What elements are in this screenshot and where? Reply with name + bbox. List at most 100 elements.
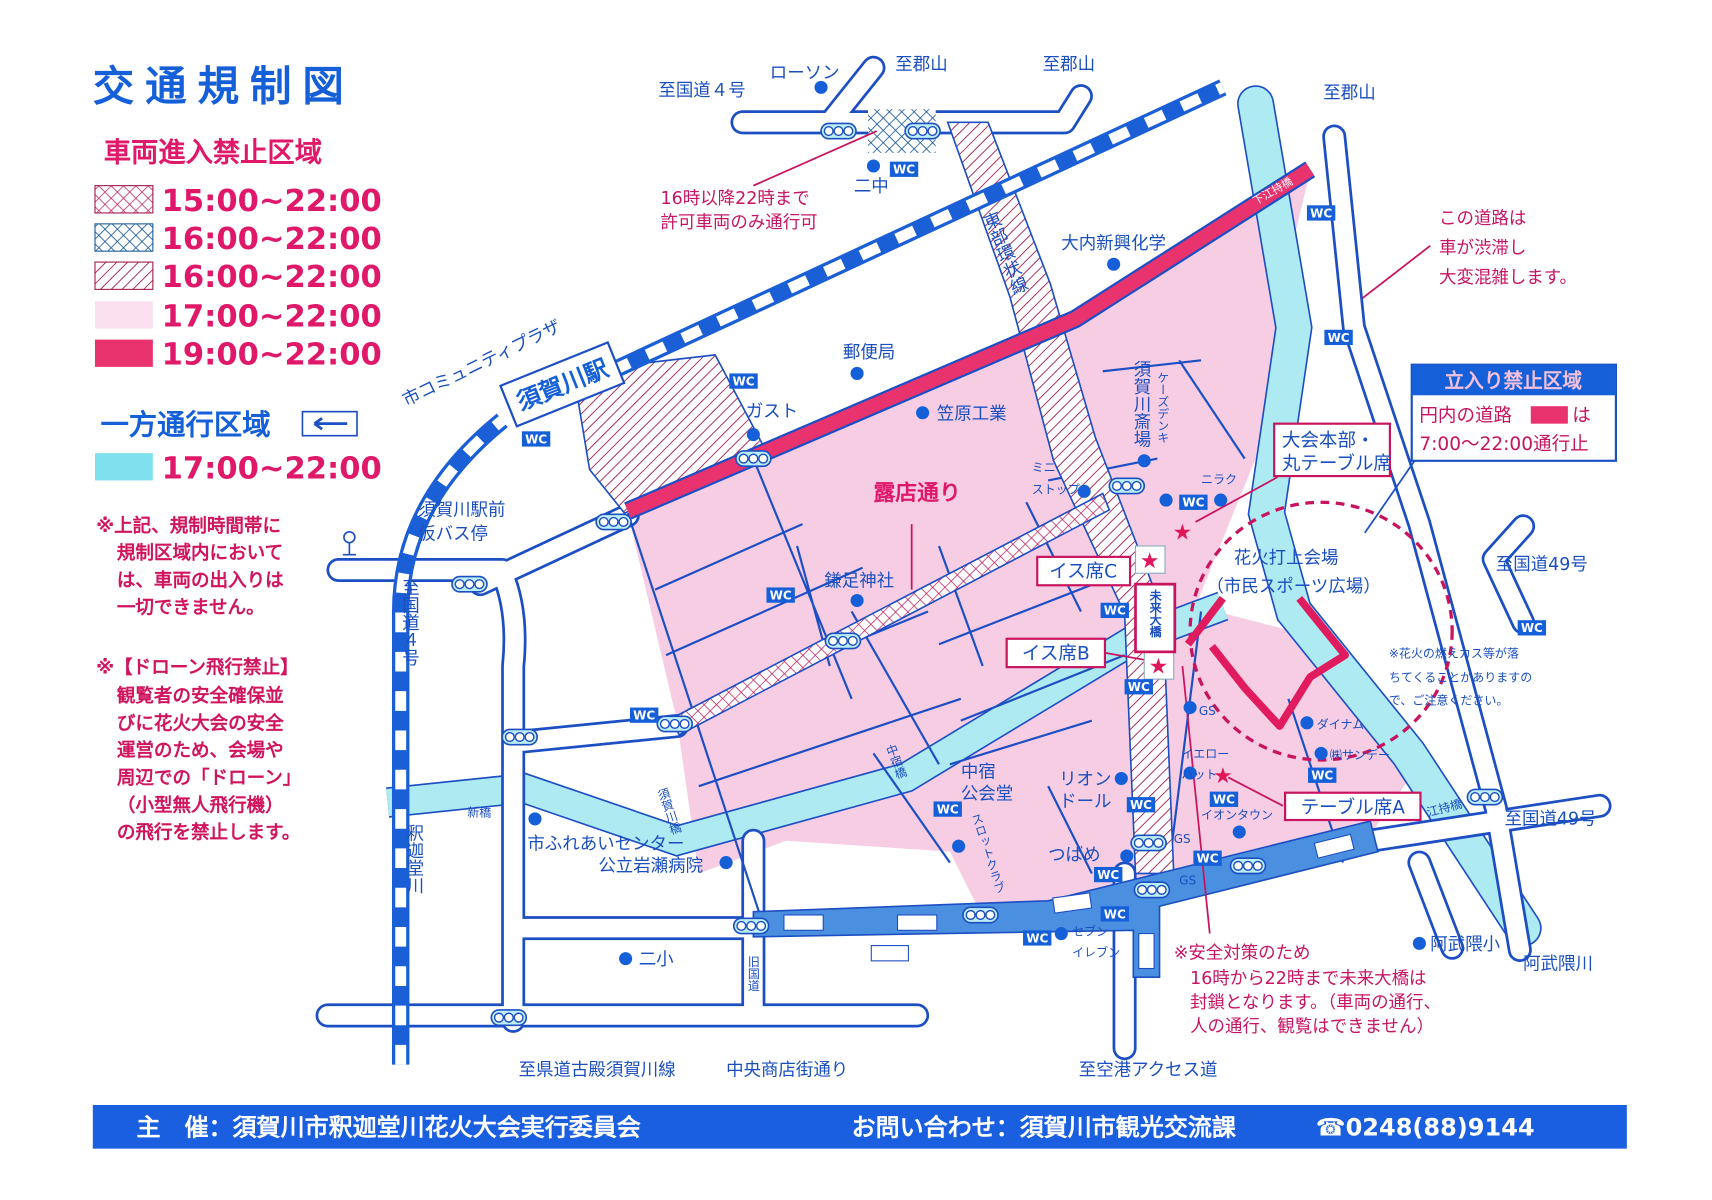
one-way-swatch	[94, 453, 153, 481]
traffic-signal-icon	[595, 513, 632, 531]
wc-label: WC	[1026, 931, 1048, 945]
wc-label: WC	[1128, 680, 1150, 694]
restroom-wc-icon: WC	[1517, 620, 1547, 636]
svg-text:公会堂: 公会堂	[961, 784, 1013, 804]
svg-text:中宿: 中宿	[961, 762, 996, 782]
footer-bar: 主 催：須賀川市釈迦堂川花火大会実行委員会 お問い合わせ：須賀川市観光交流課 ☎…	[92, 1104, 1627, 1149]
svg-text:阿武隈川: 阿武隈川	[1523, 955, 1593, 975]
svg-text:テーブル席A: テーブル席A	[1301, 796, 1406, 818]
star-icon: ★	[1213, 764, 1233, 789]
legend-time: 16:00~22:00	[162, 260, 382, 295]
svg-text:※上記、規制時間帯に: ※上記、規制時間帯に	[96, 515, 281, 537]
restroom-wc-icon: WC	[1100, 906, 1129, 922]
map-title: 交通規制図	[93, 61, 355, 110]
svg-text:ローソン: ローソン	[770, 64, 840, 84]
legend-time: 17:00~22:00	[162, 299, 382, 334]
svg-text:7:00～22:00通行止: 7:00～22:00通行止	[1419, 434, 1588, 455]
legend-item-crosshatch-blue: 16:00~22:00	[94, 222, 382, 257]
svg-text:一切できません。: 一切できません。	[117, 598, 265, 619]
headquarters-box: 大会本部・ 丸テーブル席	[1273, 422, 1392, 478]
restroom-wc-icon: WC	[1179, 494, 1208, 510]
svg-text:つばめ: つばめ	[1048, 845, 1100, 865]
restroom-wc-icon: WC	[1308, 767, 1337, 783]
crosshatch-blue-swatch	[94, 223, 154, 252]
svg-text:至空港アクセス道: 至空港アクセス道	[1079, 1060, 1218, 1080]
legend-item-crosshatch-pink: 15:00~22:00	[94, 184, 382, 219]
svg-text:ケーズデンキ: ケーズデンキ	[1156, 371, 1170, 443]
svg-text:イオンタウン: イオンタウン	[1201, 808, 1273, 822]
svg-text:※【ドローン飛行禁止】: ※【ドローン飛行禁止】	[96, 657, 299, 679]
regulation-note: ※上記、規制時間帯に 規制区域内において は、車両の出入りは 一切できません。	[96, 515, 284, 619]
traffic-signal-icon	[1130, 834, 1167, 852]
wc-label: WC	[525, 432, 547, 446]
svg-text:新橋: 新橋	[467, 805, 491, 820]
wc-label: WC	[1328, 331, 1350, 345]
legend-item-solid-red: 19:00~22:00	[94, 338, 382, 373]
wc-label: WC	[770, 588, 792, 602]
svg-text:丸テーブル席: 丸テーブル席	[1282, 453, 1392, 475]
svg-text:ハット: ハット	[1181, 768, 1217, 782]
restroom-wc-icon: WC	[1124, 679, 1153, 695]
restricted-venue-roads	[1184, 595, 1349, 730]
left-arrow-icon	[301, 410, 358, 437]
svg-text:至国道49号: 至国道49号	[1505, 809, 1597, 829]
traffic-signal-icon	[1108, 477, 1146, 495]
organizer-text: 主 催：須賀川市釈迦堂川花火大会実行委員会	[136, 1114, 640, 1142]
wc-label: WC	[1104, 604, 1126, 618]
no-entry-heading: 車両進入禁止区域	[104, 138, 322, 169]
restroom-wc-icon: WC	[1126, 797, 1156, 813]
restroom-wc-icon: WC	[766, 587, 795, 603]
svg-text:この道路は: この道路は	[1439, 209, 1526, 229]
svg-text:至国道４号: 至国道４号	[399, 579, 419, 667]
svg-text:（市民スポーツ広場）: （市民スポーツ広場）	[1206, 577, 1380, 597]
traffic-signal-icon	[451, 575, 488, 593]
svg-text:ニラク: ニラク	[1201, 473, 1237, 487]
legend-time: 15:00~22:00	[162, 184, 382, 219]
traffic-signal-icon	[904, 122, 941, 140]
light-pink-swatch	[94, 301, 153, 329]
svg-text:規制区域内において: 規制区域内において	[117, 542, 283, 564]
restroom-wc-icon: WC	[1306, 205, 1336, 221]
svg-text:鎌足神社: 鎌足神社	[824, 571, 894, 591]
traffic-signal-icon	[1133, 881, 1171, 899]
restroom-wc-icon: WC	[1094, 866, 1123, 883]
contact-text: お問い合わせ：須賀川市観光交流課	[852, 1114, 1237, 1142]
svg-text:須賀川駅前: 須賀川駅前	[418, 500, 505, 520]
svg-text:笠原工業: 笠原工業	[937, 404, 1007, 424]
svg-text:は、車両の出入りは: は、車両の出入りは	[117, 569, 284, 591]
wc-label: WC	[893, 163, 915, 177]
svg-text:人の通行、観覧はできません）: 人の通行、観覧はできません）	[1190, 1017, 1434, 1037]
svg-text:イス席B: イス席B	[1022, 644, 1090, 665]
traffic-signal-icon	[824, 632, 862, 650]
svg-text:ストップ: ストップ	[1032, 483, 1080, 497]
star-icon: ★	[1173, 520, 1193, 545]
traffic-signal-icon	[732, 917, 770, 935]
svg-text:未来大橋: 未来大橋	[1148, 588, 1162, 638]
svg-text:大内新興化学: 大内新興化学	[1061, 234, 1166, 254]
svg-text:立入り禁止区域: 立入り禁止区域	[1445, 370, 1583, 393]
restroom-wc-icon: WC	[1324, 329, 1353, 346]
svg-text:中央商店街通り: 中央商店街通り	[726, 1060, 848, 1080]
legend-item-diagonal-hatch: 16:00~22:00	[94, 260, 382, 295]
legend-time: 16:00~22:00	[162, 222, 382, 257]
svg-text:花火打上会場: 花火打上会場	[1234, 548, 1339, 568]
traffic-signal-icon	[1229, 857, 1267, 875]
restroom-wc-icon: WC	[1209, 791, 1239, 807]
gas-station-label: GS	[1174, 832, 1191, 846]
svg-text:至国道49号: 至国道49号	[1496, 555, 1588, 575]
svg-text:イレブン: イレブン	[1072, 944, 1120, 959]
chair-seat-c-box: イス席C	[1036, 555, 1132, 587]
svg-text:封鎖となります。（車両の通行、: 封鎖となります。（車両の通行、	[1190, 993, 1441, 1013]
wc-label: WC	[733, 374, 755, 388]
svg-text:大変混雑します。: 大変混雑します。	[1439, 268, 1577, 288]
legend-time: 19:00~22:00	[162, 338, 382, 373]
restroom-wc-icon: WC	[889, 161, 919, 177]
svg-text:周辺での「ドローン」: 周辺での「ドローン」	[117, 767, 302, 789]
svg-text:観覧者の安全確保並: 観覧者の安全確保並	[117, 685, 284, 707]
wc-label: WC	[1182, 496, 1204, 510]
wc-label: WC	[1130, 798, 1152, 812]
svg-text:市ふれあいセンター: 市ふれあいセンター	[527, 834, 684, 854]
svg-text:車が渋滞し: 車が渋滞し	[1439, 238, 1526, 258]
star-icon: ★	[1149, 655, 1169, 680]
